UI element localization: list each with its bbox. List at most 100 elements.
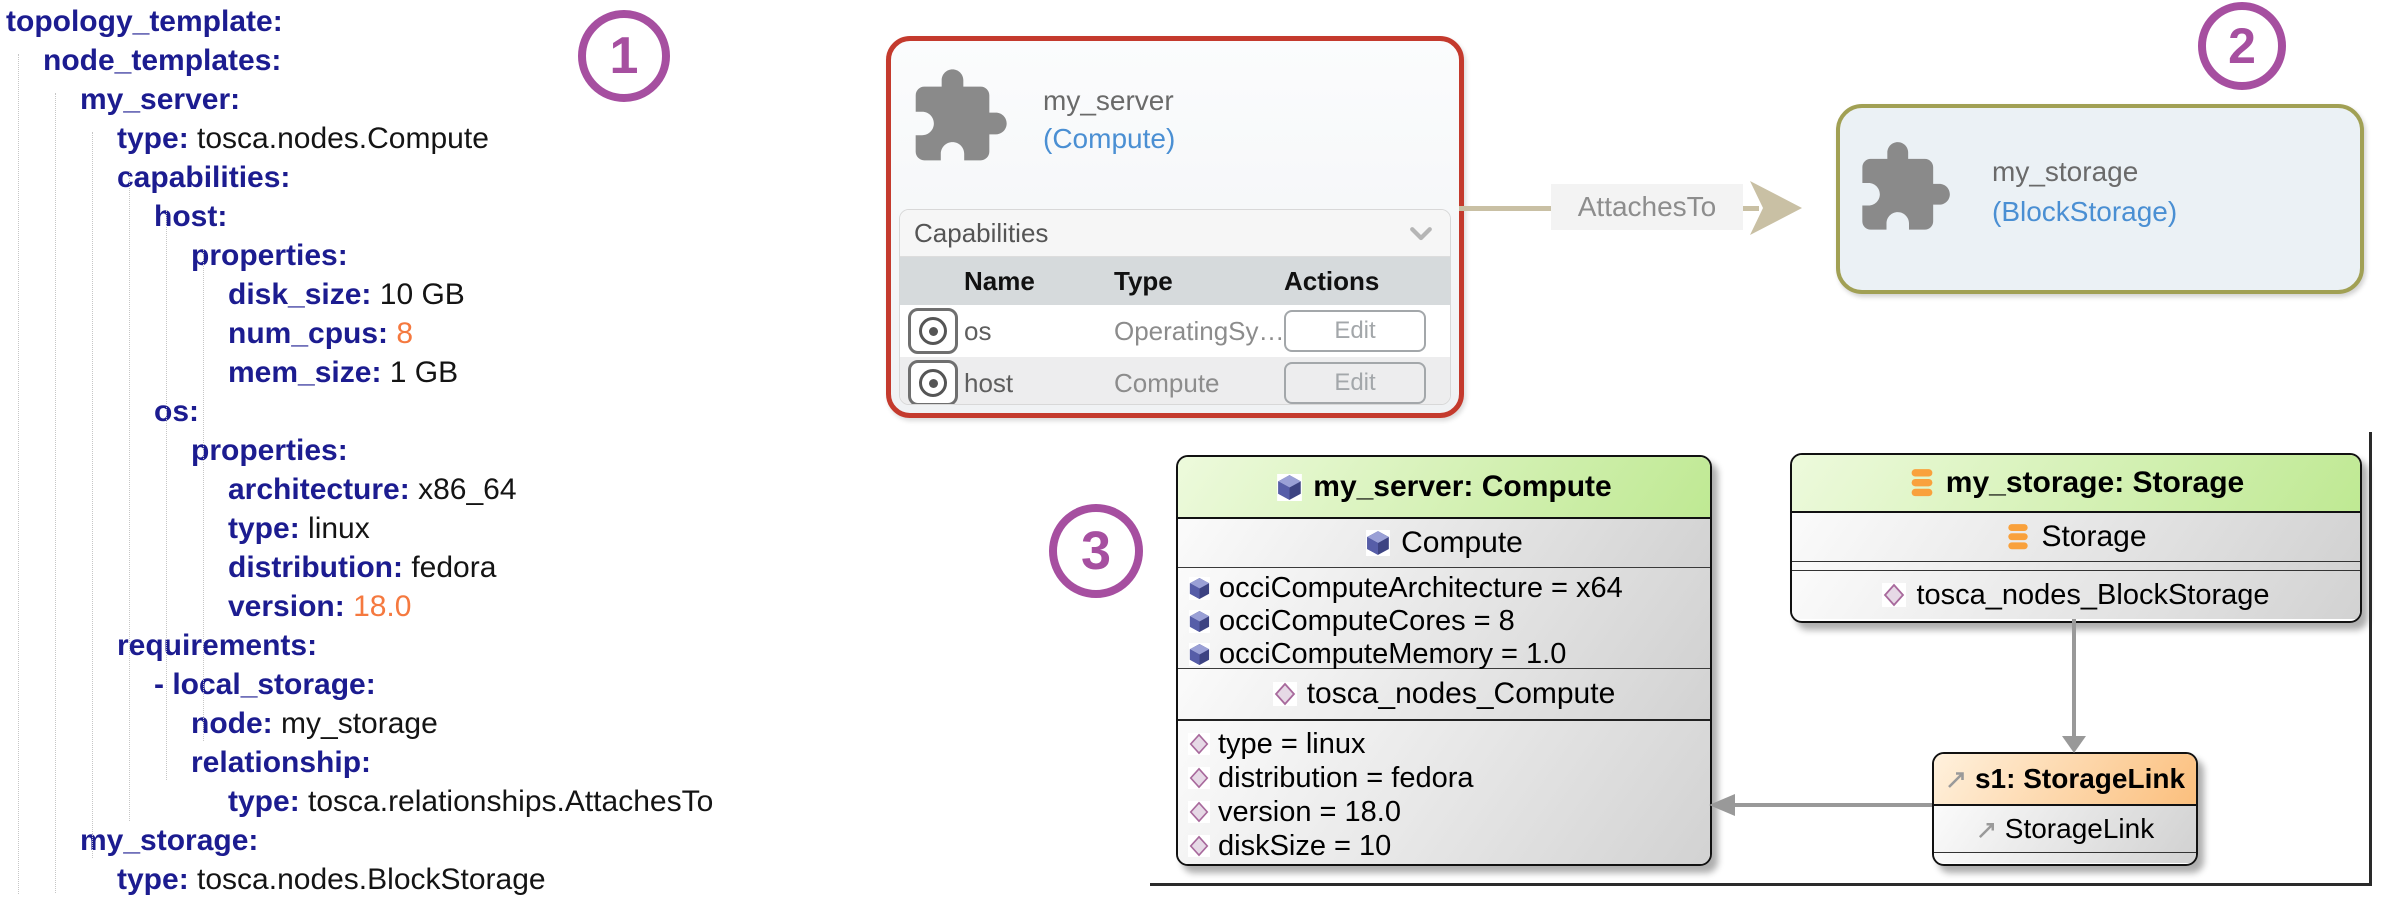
uml-title: my_storage: Storage	[1945, 466, 2245, 499]
cube-icon	[1365, 530, 1391, 556]
yaml-line: requirements:	[117, 629, 318, 662]
mixin-diamond-icon	[1188, 835, 1210, 857]
yaml-line: relationship:	[191, 746, 372, 779]
uml-mixin: tosca_nodes_BlockStorage	[1916, 578, 2270, 611]
indent-guide	[129, 171, 130, 821]
uml-box-storagelink[interactable]: s1: StorageLink StorageLink	[1932, 752, 2198, 866]
target-radio-icon[interactable]	[908, 360, 958, 404]
cube-icon	[1188, 577, 1211, 600]
yaml-line: properties:	[191, 434, 348, 467]
uml-empty-compartment	[1792, 562, 2360, 571]
mixin-diamond-icon	[1272, 682, 1297, 706]
uml-box-my-storage[interactable]: my_storage: Storage Storage tosca_nodes_…	[1790, 453, 2362, 623]
step-badge-3: 3	[1049, 504, 1143, 598]
capability-name: os	[964, 315, 992, 346]
cube-icon	[1188, 610, 1211, 633]
puzzle-icon	[1854, 138, 1954, 238]
uml-empty-compartment	[1934, 853, 2196, 863]
indent-guide	[92, 132, 93, 858]
yaml-line: - local_storage:	[154, 668, 376, 701]
cube-icon	[1276, 473, 1303, 501]
indent-guide	[203, 249, 204, 741]
capabilities-label: Capabilities	[914, 217, 1049, 248]
yaml-line: my_server:	[80, 83, 241, 116]
yaml-line: num_cpus: 8	[228, 317, 414, 350]
node-type-link[interactable]: (BlockStorage)	[1992, 196, 2178, 227]
yaml-line: capabilities:	[117, 161, 291, 194]
uml-attribute: occiComputeMemory = 1.0	[1188, 638, 1710, 671]
chevron-down-icon[interactable]	[1406, 218, 1436, 248]
indent-guide	[166, 210, 167, 780]
uml-attribute: diskSize = 10	[1188, 829, 1710, 863]
node-widget-my-server[interactable]: my_server (Compute) Capabilities Name Ty…	[886, 36, 1464, 418]
code-panel: topology_template: node_templates: my_se…	[6, 2, 846, 899]
table-row[interactable]: os OperatingSy… Edit	[900, 305, 1450, 357]
node-title: my_storage	[1992, 156, 2139, 187]
yaml-line: architecture: x86_64	[228, 473, 517, 506]
yaml-line: type: linux	[228, 512, 370, 545]
yaml-line: properties:	[191, 239, 348, 272]
puzzle-icon	[907, 65, 1011, 169]
open-arrowhead-icon	[1750, 181, 1802, 235]
capabilities-accordion-header[interactable]: Capabilities	[900, 210, 1450, 257]
uml-mixin: tosca_nodes_Compute	[1306, 677, 1616, 710]
cube-icon	[1188, 643, 1211, 666]
uml-title: s1: StorageLink	[1974, 763, 2186, 794]
uml-attribute: occiComputeCores = 8	[1188, 605, 1710, 638]
yaml-line: my_storage:	[80, 824, 259, 857]
capability-type: OperatingSy…	[1114, 315, 1285, 346]
yaml-line: version: 18.0	[228, 590, 412, 623]
yaml-line: os:	[154, 395, 200, 428]
node-widget-my-storage[interactable]: my_storage (BlockStorage)	[1836, 104, 2364, 294]
uml-attribute: type = linux	[1188, 727, 1710, 761]
yaml-line: host:	[154, 200, 228, 233]
capabilities-table-header: Name Type Actions	[900, 257, 1450, 305]
yaml-line: type: tosca.relationships.AttachesTo	[228, 785, 714, 818]
uml-attribute: occiComputeArchitecture = x64	[1188, 572, 1710, 605]
uml-kind: StorageLink	[2004, 813, 2155, 844]
link-arrow-icon	[1945, 767, 1969, 791]
yaml-line: mem_size: 1 GB	[228, 356, 459, 389]
node-type-link[interactable]: (Compute)	[1043, 123, 1176, 154]
table-row[interactable]: host Compute Edit	[900, 357, 1450, 404]
step-badge-1: 1	[578, 10, 670, 102]
indent-guide	[55, 93, 56, 893]
target-radio-icon[interactable]	[908, 308, 958, 354]
edge-link-to-server	[1734, 803, 1932, 807]
yaml-line: distribution: fedora	[228, 551, 497, 584]
edit-button[interactable]: Edit	[1284, 362, 1426, 404]
uml-box-my-server[interactable]: my_server: Compute Compute occiComputeAr…	[1176, 455, 1712, 866]
yaml-line: topology_template:	[6, 5, 283, 38]
diagram-frame-right	[2369, 432, 2372, 885]
mixin-diamond-icon	[1188, 733, 1210, 755]
uml-title: my_server: Compute	[1313, 470, 1612, 503]
database-icon	[1908, 468, 1936, 498]
database-icon	[2005, 523, 2031, 551]
capability-name: host	[964, 367, 1014, 398]
uml-kind: Compute	[1401, 526, 1523, 559]
edit-button[interactable]: Edit	[1284, 310, 1426, 352]
col-header-name: Name	[964, 265, 1035, 296]
uml-kind: Storage	[2041, 520, 2147, 553]
link-arrow-icon	[1976, 818, 1999, 841]
arrowhead-down-icon	[2062, 736, 2086, 753]
capabilities-panel: Capabilities Name Type Actions os Operat…	[899, 209, 1451, 405]
mixin-diamond-icon	[1188, 801, 1210, 823]
node-title: my_server	[1043, 85, 1174, 116]
yaml-line: node: my_storage	[191, 707, 438, 740]
capability-type: Compute	[1114, 367, 1220, 398]
indent-guide	[18, 54, 19, 894]
col-header-type: Type	[1114, 265, 1173, 296]
uml-attribute: distribution = fedora	[1188, 761, 1710, 795]
yaml-line: type: tosca.nodes.BlockStorage	[117, 863, 546, 896]
mixin-diamond-icon	[1882, 583, 1907, 607]
mixin-diamond-icon	[1188, 767, 1210, 789]
relationship-label[interactable]: AttachesTo	[1551, 184, 1743, 230]
yaml-line: type: tosca.nodes.Compute	[117, 122, 489, 155]
edge-storage-to-link	[2072, 619, 2076, 739]
yaml-line: disk_size: 10 GB	[228, 278, 465, 311]
step-badge-2: 2	[2198, 2, 2286, 90]
col-header-actions: Actions	[1284, 265, 1380, 296]
arrowhead-left-icon	[1709, 794, 1735, 816]
